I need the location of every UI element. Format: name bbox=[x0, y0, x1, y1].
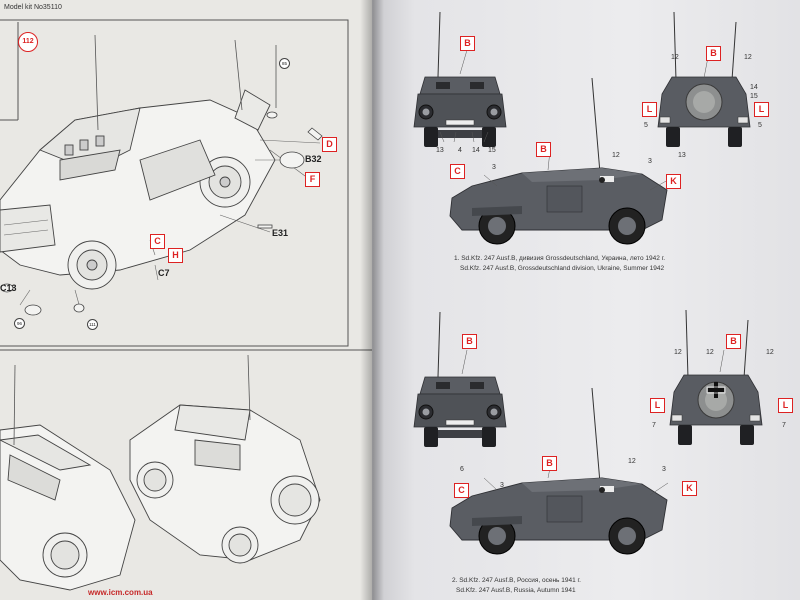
color-marker-c: C bbox=[150, 234, 165, 249]
callout-13-front-1: 13 bbox=[436, 147, 444, 154]
color-c-side-2: C bbox=[454, 483, 469, 498]
caption-scheme2-ru: 2. Sd.Kfz. 247 Ausf.B, Россия, осень 194… bbox=[452, 577, 581, 584]
color-marker-h: H bbox=[168, 248, 183, 263]
color-b-side-2: B bbox=[542, 456, 557, 471]
color-k-side-1: K bbox=[666, 174, 681, 189]
callout-7-rear-2a: 7 bbox=[652, 422, 656, 429]
part-label-c7: C7 bbox=[158, 268, 170, 278]
callout-13-rear-1: 13 bbox=[678, 152, 686, 159]
vehicle-assembly-bottom-left bbox=[0, 424, 136, 591]
callout-12-rear-2a: 12 bbox=[674, 349, 682, 356]
model-kit-number: Model kit No35110 bbox=[4, 4, 62, 11]
small-parts bbox=[0, 111, 323, 316]
color-b-side-1: B bbox=[536, 142, 551, 157]
callout-14-rear-1: 14 bbox=[750, 84, 758, 91]
color-l-rear-2b: L bbox=[778, 398, 793, 413]
callout-15-rear-1: 15 bbox=[750, 93, 758, 100]
caption-scheme1-en: Sd.Kfz. 247 Ausf.B, Grossdeutschland div… bbox=[460, 265, 665, 272]
color-b-front-2: B bbox=[462, 334, 477, 349]
part-label-b32: B32 bbox=[305, 154, 322, 164]
callout-7-rear-2b: 7 bbox=[782, 422, 786, 429]
callout-12-side-1: 12 bbox=[612, 152, 620, 159]
part-mark-85: 85 bbox=[279, 58, 290, 69]
callout-4-front-1: 4 bbox=[458, 147, 462, 154]
scheme1-front-view bbox=[413, 11, 507, 148]
step-frame-top bbox=[0, 19, 349, 347]
color-marker-d: D bbox=[322, 137, 337, 152]
book-gutter-shadow bbox=[360, 0, 384, 600]
callout-3-side-1a: 3 bbox=[648, 158, 652, 165]
right-page-painting: B B L L B C K 12 12 14 15 5 5 13 13 4 14… bbox=[372, 0, 800, 600]
caption-scheme1-ru: 1. Sd.Kfz. 247 Ausf.B, дивизия Grossdeut… bbox=[454, 255, 666, 262]
callout-12-rear-2c: 12 bbox=[766, 349, 774, 356]
color-l-rear-1a: L bbox=[642, 102, 657, 117]
vehicle-assembly-bottom-right bbox=[129, 404, 321, 564]
callout-12-side-2: 12 bbox=[628, 458, 636, 465]
part-mark-96: 96 bbox=[14, 318, 25, 329]
assembly-drawings bbox=[0, 19, 372, 591]
callout-6-front-2: 6 bbox=[460, 466, 464, 473]
color-l-rear-2a: L bbox=[650, 398, 665, 413]
callout-15-front-1: 15 bbox=[488, 147, 496, 154]
color-c-side-1: C bbox=[450, 164, 465, 179]
scheme1-rear-view bbox=[657, 11, 751, 148]
callout-5-rear-1a: 5 bbox=[644, 122, 648, 129]
callout-14-front-1: 14 bbox=[472, 147, 480, 154]
callout-12-rear-2b: 12 bbox=[706, 349, 714, 356]
balkenkreuz-marking bbox=[706, 382, 726, 398]
left-page-assembly: Model kit No35110 112 D B32 F E31 C H C7… bbox=[0, 0, 372, 600]
part-mark-111: 111 bbox=[87, 319, 98, 330]
step-number-badge: 112 bbox=[18, 32, 38, 52]
callout-3-side-1b: 3 bbox=[492, 164, 496, 171]
part-label-e31: E31 bbox=[272, 228, 289, 238]
painting-profiles bbox=[413, 11, 763, 555]
callout-5-rear-1b: 5 bbox=[758, 122, 762, 129]
antenna-rods-bottom bbox=[13, 354, 251, 446]
callout-12-rear-1b: 12 bbox=[744, 54, 752, 61]
scheme2-front-view bbox=[413, 311, 507, 448]
callout-3-side-2a: 3 bbox=[662, 466, 666, 473]
part-label-c13: C13 bbox=[0, 283, 17, 293]
color-l-rear-1b: L bbox=[754, 102, 769, 117]
color-k-side-2: K bbox=[682, 481, 697, 496]
color-marker-f: F bbox=[305, 172, 320, 187]
callout-3-side-2b: 3 bbox=[500, 482, 504, 489]
callout-12-rear-1a: 12 bbox=[671, 54, 679, 61]
color-b-rear-2: B bbox=[726, 334, 741, 349]
color-b-rear-1: B bbox=[706, 46, 721, 61]
caption-scheme2-en: Sd.Kfz. 247 Ausf.B, Russia, Autumn 1941 bbox=[456, 587, 576, 594]
scheme2-rear-view bbox=[669, 309, 763, 446]
color-b-front-1: B bbox=[460, 36, 475, 51]
vehicle-assembly-top bbox=[0, 89, 276, 290]
antenna-rods bbox=[94, 34, 277, 131]
website-link[interactable]: www.icm.com.ua bbox=[88, 588, 153, 597]
